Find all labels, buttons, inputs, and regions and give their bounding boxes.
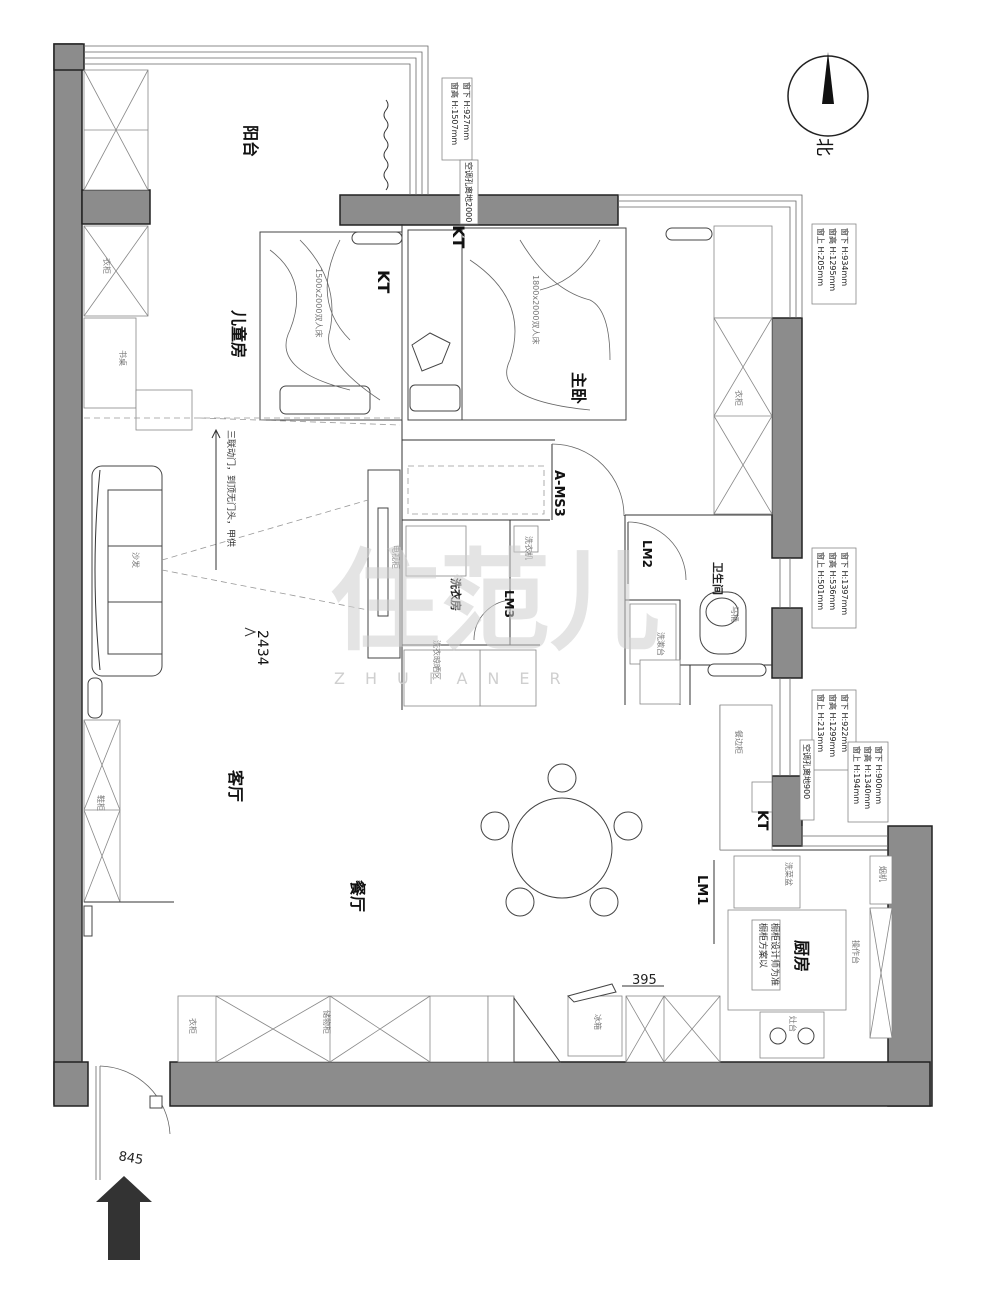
bathroom-fixtures: 马桶 洗漱台 [629,591,767,677]
door-lm2: LM2 [627,521,687,584]
outer-walls [53,43,933,1107]
tv-cabinet: 电视柜 [367,469,401,659]
label-kt-2: KT [449,225,468,248]
svg-text:LM3: LM3 [502,590,516,618]
kitchen-fixtures: 橱柜方案以 橱柜设计师为准 洗菜盆 烟机 操作台 灶台 [727,855,893,1059]
svg-text:洗衣晾晒区: 洗衣晾晒区 [432,640,442,680]
sliding-door-note: 三联动门，到顶无门头，甲供 [211,428,237,570]
svg-text:窗下 H:1397mm: 窗下 H:1397mm [840,552,850,615]
dining-table [480,763,643,917]
svg-text:窗高 H:1340mm: 窗高 H:1340mm [863,746,873,809]
kids-desk: 书桌 [83,317,193,431]
window-lines [84,45,888,1180]
room-bathroom: 卫生间 [711,562,725,595]
window-box-3: 窗上 H:501mm 窗高 H:536mm 窗下 H:1397mm [811,547,857,629]
label-kt-1: KT [374,270,393,293]
svg-text:住范儿: 住范儿 [330,538,660,666]
svg-text:储物柜: 储物柜 [322,1010,332,1034]
dim-395: 395 [622,973,664,988]
radiators [87,227,713,719]
svg-text:窗高 H:536mm: 窗高 H:536mm [828,552,838,610]
bath-cabinet [639,659,681,705]
svg-text:餐边柜: 餐边柜 [734,730,744,754]
svg-text:LM1: LM1 [694,875,709,905]
svg-text:窗高 H:1295mm: 窗高 H:1295mm [828,228,838,291]
room-master: 主卧 [569,372,588,404]
svg-text:空调孔离地2000: 空调孔离地2000 [464,162,474,222]
svg-text:窗上 H:194mm: 窗上 H:194mm [852,746,862,804]
balcony-cabinet [83,69,149,191]
svg-text:窗下 H:927mm: 窗下 H:927mm [462,82,472,140]
svg-text:窗下 H:922mm: 窗下 H:922mm [840,694,850,752]
svg-text:窗高 H:1507mm: 窗高 H:1507mm [450,82,460,145]
svg-text:窗高 H:1299mm: 窗高 H:1299mm [828,694,838,757]
door-ams3: A-MS3 [551,443,625,520]
window-box-1: 窗高 H:1507mm 窗下 H:927mm 空调孔离地2000 [441,77,479,225]
window-box-5: 窗上 H:194mm 窗高 H:1340mm 窗下 H:900mm 空调孔离地9… [799,739,889,823]
room-dining: 餐厅 [348,879,367,912]
entry-arrow-icon [96,1176,152,1260]
svg-text:洗菜盆: 洗菜盆 [784,862,794,886]
svg-text:灶台: 灶台 [788,1016,798,1032]
svg-text:窗上 H:205mm: 窗上 H:205mm [816,228,826,286]
svg-text:2434: 2434 [254,630,270,666]
svg-text:衣柜: 衣柜 [188,1018,198,1034]
svg-text:马桶: 马桶 [730,606,740,622]
entrance-door: 845 [96,1065,171,1260]
svg-text:洗衣机: 洗衣机 [524,536,534,560]
room-balcony: 阳台 [241,125,260,157]
svg-text:窗上 H:213mm: 窗上 H:213mm [816,694,826,752]
svg-text:烟机: 烟机 [878,866,888,882]
watermark-logo: 住范儿 ZHUFANER [330,538,660,688]
svg-text:北: 北 [813,138,834,156]
room-kids: 儿童房 [229,309,248,358]
svg-text:窗上 H:501mm: 窗上 H:501mm [816,552,826,610]
svg-text:鞋柜: 鞋柜 [96,795,106,811]
sofa: 沙发 [91,465,163,677]
kids-wardrobe: 衣柜 [83,225,149,317]
room-living: 客厅 [226,770,245,802]
kids-bed: 1500x2000双人床 [259,231,403,421]
master-bed: 1800x2000双人床 [407,227,627,515]
svg-text:操作台: 操作台 [851,940,861,964]
svg-text:洗漱台: 洗漱台 [656,632,666,656]
compass-icon: 北 [787,52,869,156]
bottom-storage: 储物柜 衣柜 冰箱 [177,983,721,1063]
window-box-2: 窗上 H:205mm 窗高 H:1295mm 窗下 H:934mm [811,223,857,305]
svg-text:洗衣房: 洗衣房 [449,578,463,611]
svg-text:LM2: LM2 [640,540,654,568]
svg-text:395: 395 [632,973,657,988]
svg-text:1800x2000双人床: 1800x2000双人床 [531,275,541,344]
svg-text:ZHUFANER: ZHUFANER [334,669,581,688]
svg-text:衣柜: 衣柜 [734,390,744,406]
svg-text:845: 845 [117,1149,144,1168]
ac-pipe [383,99,389,191]
laundry-area: 洗衣机 洗衣房 LM3 洗衣晾晒区 [403,525,539,707]
sight-lines [84,417,401,611]
room-kitchen: 厨房 [792,940,811,972]
svg-text:A-MS3: A-MS3 [551,470,566,517]
label-kt-3: KT [754,810,770,831]
svg-text:三联动门，到顶无门头，甲供: 三联动门，到顶无门头，甲供 [225,430,237,547]
svg-text:1500x2000双人床: 1500x2000双人床 [314,268,324,337]
svg-text:窗下 H:934mm: 窗下 H:934mm [840,228,850,286]
svg-text:橱柜设计师为准: 橱柜设计师为准 [769,923,781,986]
door-lm1: LM1 [694,860,715,944]
svg-text:窗下 H:900mm: 窗下 H:900mm [874,746,884,804]
shoe-cabinet: 鞋柜 [83,719,174,937]
svg-text:电视柜: 电视柜 [391,545,401,569]
svg-text:衣柜: 衣柜 [102,258,112,274]
master-wardrobe: 衣柜 [713,225,773,515]
side-cabinet: 餐边柜 [719,704,773,851]
svg-text:橱柜方案以: 橱柜方案以 [757,923,769,968]
dim-2434: 2434 [244,627,270,666]
svg-text:书桌: 书桌 [118,350,128,366]
svg-text:空调孔离地900: 空调孔离地900 [802,744,812,799]
svg-text:沙发: 沙发 [131,552,141,568]
svg-text:冰箱: 冰箱 [593,1014,603,1030]
